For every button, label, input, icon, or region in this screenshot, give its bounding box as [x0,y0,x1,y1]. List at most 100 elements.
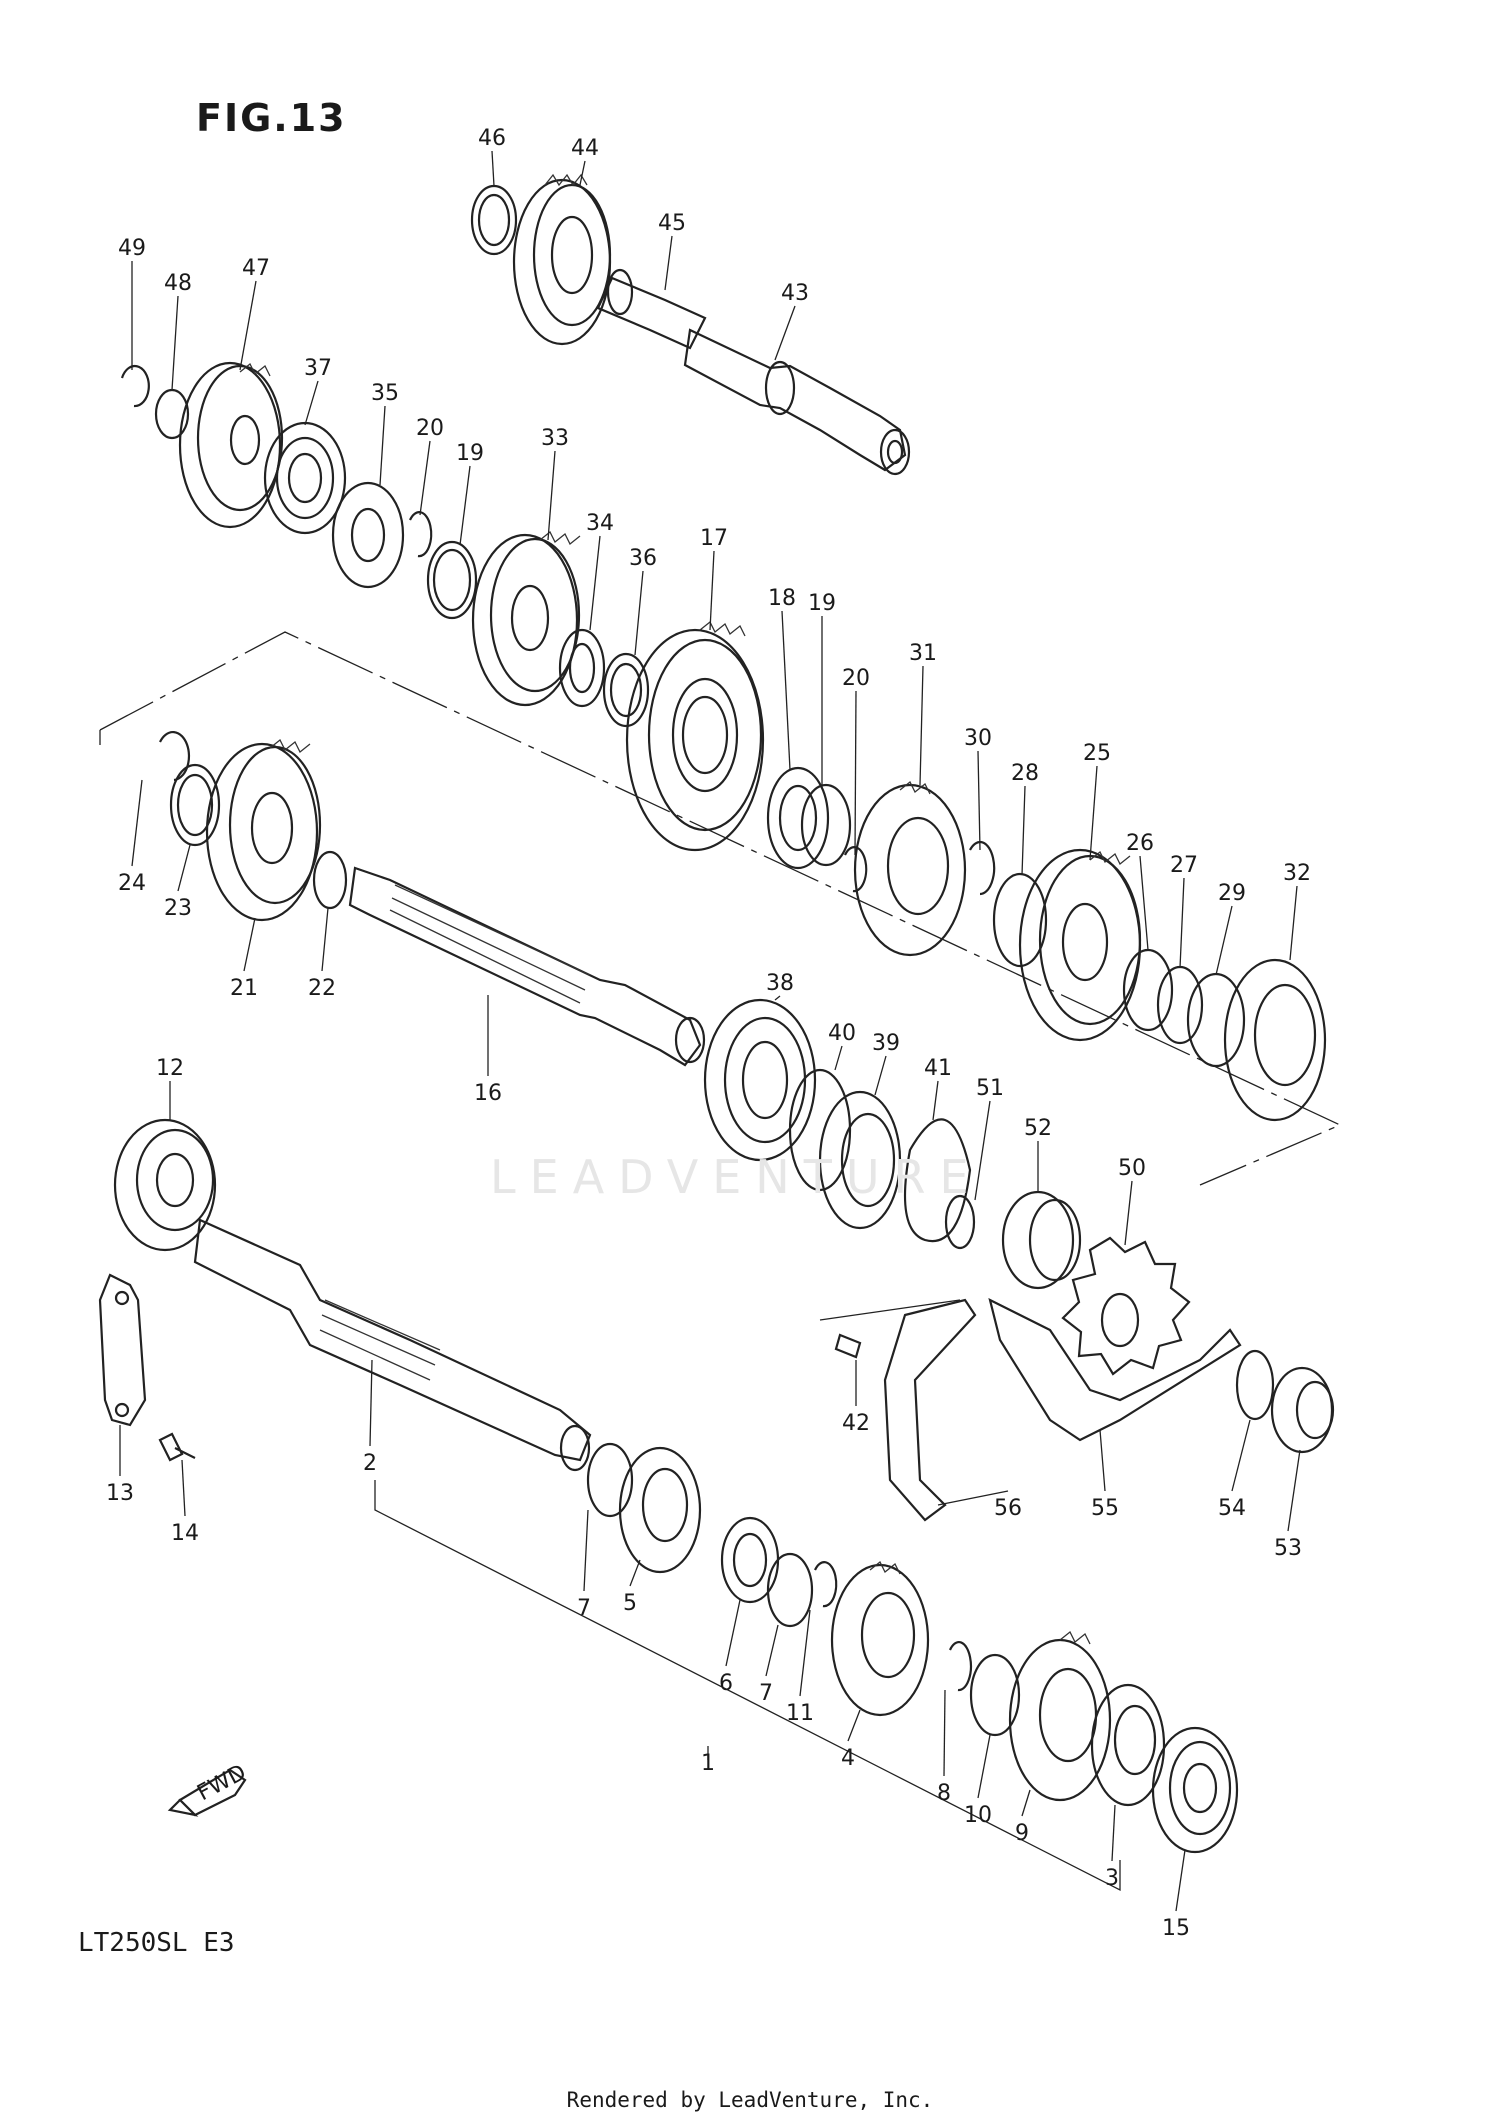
callout-label-11: 11 [786,1701,814,1726]
callout-label-4: 4 [841,1746,855,1771]
part-30-circlip [969,840,996,896]
callout-label-41: 41 [924,1056,952,1081]
callout-label-31: 31 [909,641,937,666]
part-38-bearing [703,998,817,1162]
part-51-oring [944,1194,976,1250]
part-7-washer [586,1442,634,1518]
output-group [703,998,1335,1522]
part-53-nut [1270,1366,1334,1454]
part-54-washer [1235,1349,1275,1421]
part-2-driveshaft [193,1218,592,1462]
callout-label-29: 29 [1218,881,1246,906]
callout-leader-21 [243,917,256,972]
callout-leader-29 [1215,905,1233,976]
callout-leader-53 [1287,1449,1301,1532]
callout-leader-5 [629,1559,641,1587]
callout-label-53: 53 [1274,1536,1302,1561]
countershaft-upper-row [120,361,765,852]
part-19b-washer [800,783,852,867]
callout-label-24: 24 [118,871,146,896]
part-22-bushing [312,850,348,910]
callout-label-35: 35 [371,381,399,406]
part-43-shaft [683,328,907,472]
callout-label-15: 15 [1162,1916,1190,1941]
callout-label-37: 37 [304,356,332,381]
model-code: LT250SL E3 [78,1928,235,1958]
figure-title: FIG.13 [196,96,347,140]
callout-leader-44 [579,160,586,186]
callout-leader-11 [799,1609,811,1697]
callout-label-49: 49 [118,236,146,261]
callout-leader-27 [1179,877,1185,969]
callout-leader-37 [304,380,319,426]
part-52-spacer [1001,1190,1075,1290]
callout-leader-34 [589,535,601,631]
callout-label-32: 32 [1283,861,1311,886]
callout-leader-26 [1139,855,1149,951]
callout-leader-38 [774,995,781,1001]
part-36-washer [602,652,650,728]
callout-label-7: 7 [759,1681,773,1706]
driveshaft-group [98,1118,1239,1892]
callout-label-23: 23 [164,896,192,921]
callout-label-20: 20 [842,666,870,691]
part-4-gear [830,1563,930,1717]
callout-leader-8 [943,1689,946,1777]
callout-leader-35 [379,405,386,486]
part-24-circlip [159,730,191,782]
render-credit: Rendered by LeadVenture, Inc. [566,2088,934,2112]
part-32-gear [1223,958,1327,1122]
callout-label-1: 1 [701,1751,715,1776]
part-39-seal [818,1090,902,1230]
callout-label-6: 6 [719,1671,733,1696]
callout-leader-2 [369,1359,373,1447]
callout-leader-31 [919,665,924,786]
callout-leader-18 [781,610,791,771]
callout-leader-48 [171,295,179,391]
callout-leader-24 [131,779,143,867]
callout-leader-20 [854,690,857,856]
callout-leader-51 [974,1100,991,1201]
callout-label-54: 54 [1218,1496,1246,1521]
callout-label-28: 28 [1011,761,1039,786]
part-45-bushing [596,276,707,350]
watermark: LEADVENTURE [490,1150,983,1204]
callout-label-10: 10 [964,1803,992,1828]
callout-leader-36 [634,570,644,656]
callout-label-19: 19 [808,591,836,616]
part-31-gear [853,783,967,957]
callout-leader-45 [664,235,673,291]
part-3-gear [1090,1683,1166,1807]
upper-shaft-group [470,173,911,476]
part-20-circlip [408,511,433,558]
part-6-bushing [720,1516,780,1604]
callout-leader-40 [834,1045,843,1071]
callout-label-39: 39 [872,1031,900,1056]
callout-label-17: 17 [700,526,728,551]
callout-label-16: 16 [474,1081,502,1106]
callout-leader-47 [239,280,257,371]
part-19-washer [426,540,478,620]
callout-label-22: 22 [308,976,336,1001]
callout-label-25: 25 [1083,741,1111,766]
part-35-dog [331,481,405,589]
part-13-plate [98,1273,147,1427]
part-42-bolt [834,1333,862,1359]
callout-label-50: 50 [1118,1156,1146,1181]
part-21-gear [205,742,319,922]
callout-leader-7 [765,1624,779,1677]
callout-leader-28 [1021,785,1026,876]
part-16-countershaft [348,866,702,1067]
callout-label-45: 45 [658,211,686,236]
callout-leader-23 [177,844,191,892]
callout-leader-3 [1111,1804,1116,1862]
part-27-washer [1156,965,1204,1045]
part-25-gear [1018,848,1142,1042]
part-14-screw [158,1432,196,1462]
callout-leader-20 [419,440,431,516]
callout-leader-19 [459,465,471,546]
callout-label-52: 52 [1024,1116,1052,1141]
countershaft-bounding-box [99,631,1342,1186]
callout-label-19: 19 [456,441,484,466]
